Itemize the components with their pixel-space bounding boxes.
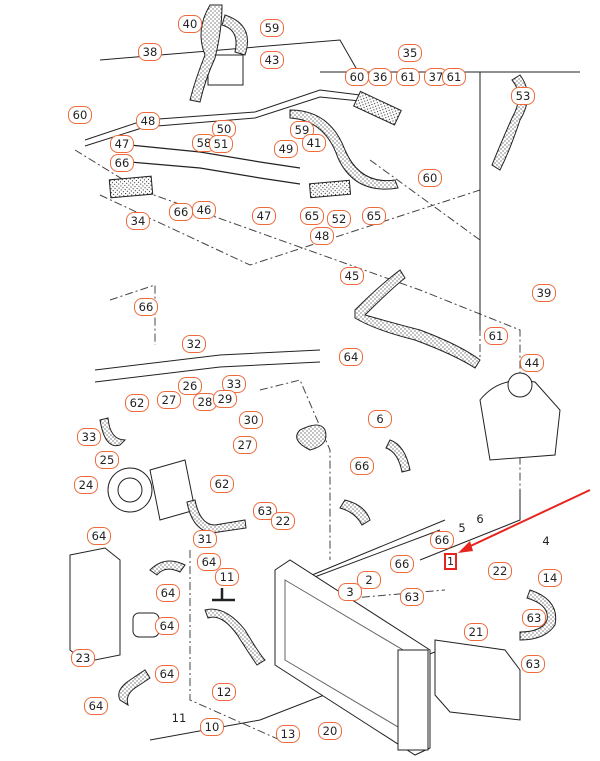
part-callout[interactable]: 36: [368, 68, 392, 86]
part-callout[interactable]: 32: [182, 335, 206, 353]
part-callout[interactable]: 22: [271, 512, 295, 530]
part-callout[interactable]: 10: [200, 718, 224, 736]
part-callout[interactable]: 48: [136, 112, 160, 130]
part-callout[interactable]: 64: [156, 584, 180, 602]
part-callout[interactable]: 23: [71, 649, 95, 667]
part-callout[interactable]: 34: [126, 212, 150, 230]
part-callout[interactable]: 44: [520, 354, 544, 372]
part-callout[interactable]: 48: [310, 227, 334, 245]
part-callout[interactable]: 60: [345, 68, 369, 86]
part-callout[interactable]: 5: [458, 521, 466, 535]
part-callout[interactable]: 11: [215, 568, 239, 586]
part-callout[interactable]: 51: [209, 135, 233, 153]
part-callout[interactable]: 24: [74, 476, 98, 494]
part-callout[interactable]: 11: [171, 711, 187, 725]
part-callout[interactable]: 49: [274, 140, 298, 158]
part-callout[interactable]: 43: [260, 51, 284, 69]
part-callout[interactable]: 66: [169, 203, 193, 221]
part-callout[interactable]: 66: [430, 531, 454, 549]
part-callout[interactable]: 66: [350, 457, 374, 475]
part-callout[interactable]: 28: [193, 393, 217, 411]
part-callout[interactable]: 65: [300, 207, 324, 225]
part-callout[interactable]: 20: [318, 722, 342, 740]
part-callout[interactable]: 14: [538, 569, 562, 587]
part-callout[interactable]: 26: [178, 377, 202, 395]
part-callout[interactable]: 59: [260, 19, 284, 37]
part-callout[interactable]: 64: [155, 665, 179, 683]
part-callout[interactable]: 64: [197, 553, 221, 571]
part-callout[interactable]: 3: [338, 583, 362, 601]
part-callout[interactable]: 66: [134, 298, 158, 316]
part-callout[interactable]: 30: [239, 411, 263, 429]
part-callout[interactable]: 41: [302, 134, 326, 152]
part-callout[interactable]: 29: [213, 390, 237, 408]
part-callout[interactable]: 64: [84, 697, 108, 715]
part-callout[interactable]: 53: [511, 87, 535, 105]
highlight-arrow: [458, 489, 591, 553]
part-callout[interactable]: 64: [155, 617, 179, 635]
part-callout[interactable]: 38: [138, 43, 162, 61]
part-callout[interactable]: 45: [340, 267, 364, 285]
part-callout[interactable]: 4: [542, 534, 550, 548]
part-callout[interactable]: 64: [339, 348, 363, 366]
part-callout[interactable]: 61: [442, 68, 466, 86]
part-callout[interactable]: 6: [476, 512, 484, 526]
part-callout[interactable]: 63: [400, 588, 424, 606]
part-callout[interactable]: 35: [398, 44, 422, 62]
part-callout[interactable]: 31: [193, 530, 217, 548]
part-callout[interactable]: 65: [362, 207, 386, 225]
highlighted-part-1[interactable]: 1: [444, 553, 457, 570]
part-callout[interactable]: 47: [252, 207, 276, 225]
part-callout[interactable]: 52: [327, 210, 351, 228]
part-callout[interactable]: 61: [396, 68, 420, 86]
part-callout[interactable]: 46: [192, 201, 216, 219]
part-callout[interactable]: 27: [157, 391, 181, 409]
part-callout[interactable]: 21: [464, 623, 488, 641]
part-callout[interactable]: 47: [110, 135, 134, 153]
part-callout[interactable]: 25: [95, 451, 119, 469]
part-callout[interactable]: 66: [390, 555, 414, 573]
part-callout[interactable]: 61: [484, 327, 508, 345]
part-callout[interactable]: 62: [125, 394, 149, 412]
part-callout[interactable]: 62: [210, 475, 234, 493]
part-callout[interactable]: 12: [212, 683, 236, 701]
part-callout[interactable]: 63: [521, 655, 545, 673]
part-callout[interactable]: 39: [532, 284, 556, 302]
part-callout[interactable]: 33: [222, 375, 246, 393]
part-callout[interactable]: 2: [357, 571, 381, 589]
part-callout[interactable]: 60: [418, 169, 442, 187]
part-callout[interactable]: 27: [233, 436, 257, 454]
part-callout[interactable]: 40: [178, 15, 202, 33]
part-callout[interactable]: 6: [368, 410, 392, 428]
part-callout[interactable]: 66: [110, 154, 134, 172]
part-callout[interactable]: 22: [488, 562, 512, 580]
part-callout[interactable]: 13: [276, 725, 300, 743]
part-callout[interactable]: 63: [522, 609, 546, 627]
diagram-linework: [69, 39, 580, 756]
part-callout[interactable]: 60: [68, 106, 92, 124]
part-callout[interactable]: 33: [77, 428, 101, 446]
part-callout[interactable]: 64: [87, 527, 111, 545]
